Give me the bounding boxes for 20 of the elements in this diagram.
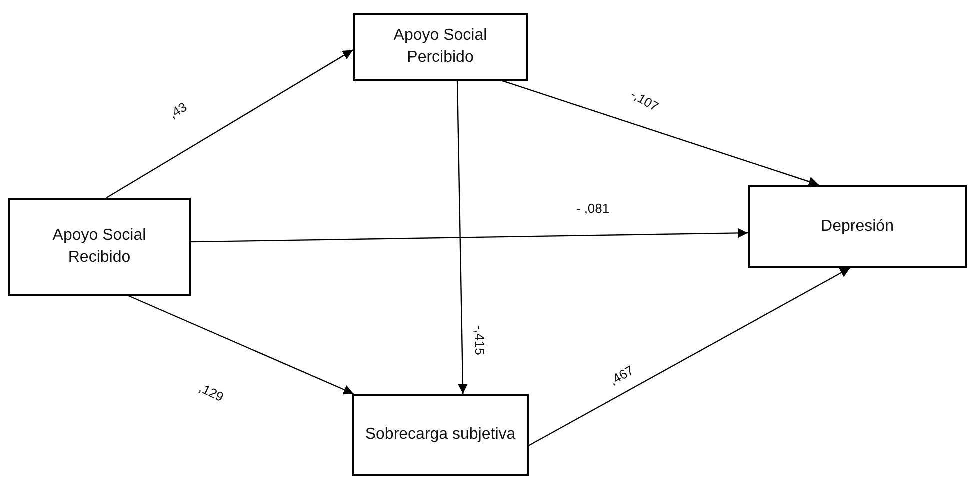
arrow bbox=[128, 295, 354, 395]
arrow bbox=[106, 50, 354, 199]
arrow bbox=[528, 267, 851, 446]
edge-label: ,129 bbox=[197, 380, 227, 404]
arrow bbox=[456, 80, 468, 394]
variable-label: Apoyo Social Percibido bbox=[392, 26, 488, 68]
variable-label: Apoyo Social Recibido bbox=[52, 226, 148, 268]
variable-box bbox=[748, 185, 967, 268]
arrow bbox=[191, 228, 748, 243]
edge-label: ,43 bbox=[166, 98, 190, 122]
edge-label: ,467 bbox=[607, 362, 637, 388]
variable-box bbox=[353, 13, 528, 81]
variable-label: Sobrecarga subjetiva bbox=[364, 425, 517, 445]
edge-label: - ,081 bbox=[576, 200, 610, 216]
variable-label: Depresión bbox=[820, 216, 895, 236]
edge-label: -,415 bbox=[472, 325, 488, 355]
variable-box bbox=[352, 394, 529, 476]
variable-box bbox=[8, 198, 191, 296]
edge-label: -,107 bbox=[628, 86, 662, 114]
arrow bbox=[502, 80, 820, 187]
